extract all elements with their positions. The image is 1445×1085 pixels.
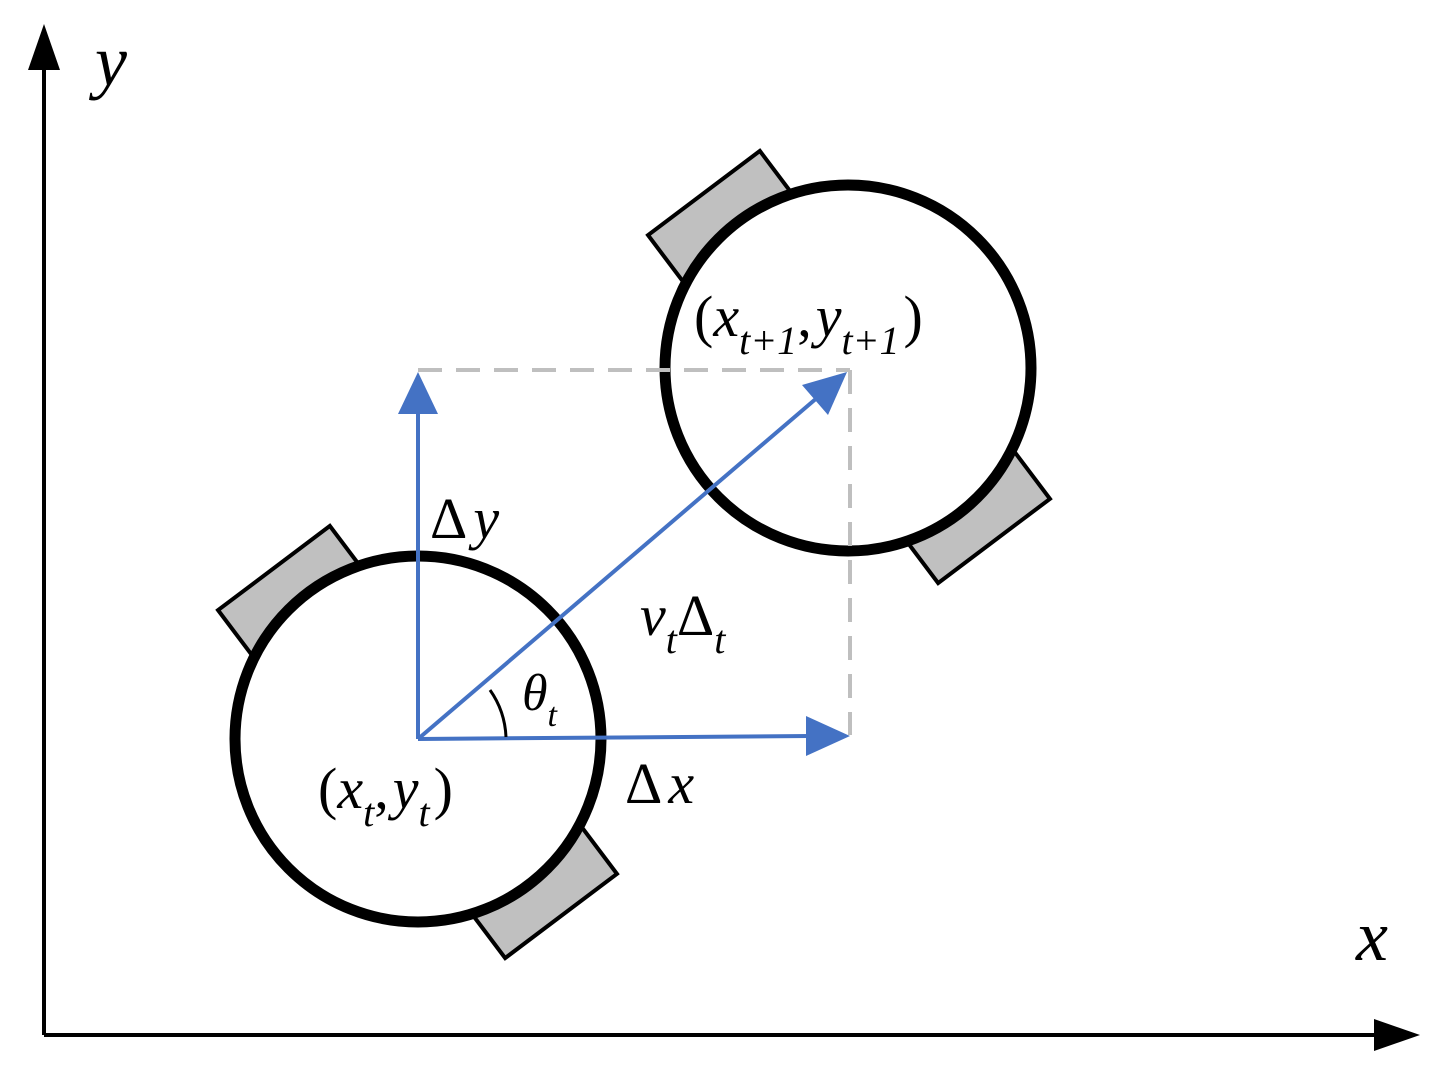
theta-symbol: θ	[522, 665, 548, 722]
delta-x-var: x	[667, 751, 694, 816]
end-position-label: (xt+1,yt+1)	[694, 284, 923, 363]
dashed-guides	[418, 368, 852, 735]
vectors	[398, 372, 850, 756]
displacement-v-sub: t	[666, 617, 678, 662]
theta-label: θt	[522, 665, 559, 734]
displacement-arrow	[416, 395, 820, 741]
y-axis-arrowhead	[28, 24, 60, 70]
displacement-v: v	[640, 583, 666, 648]
delta-x-symbol: Δ	[625, 751, 662, 816]
x-axis-label: x	[1355, 896, 1388, 976]
theta-angle-arc	[488, 689, 508, 738]
coordinate-axes: y x	[28, 21, 1420, 1051]
displacement-arrowhead	[802, 372, 847, 415]
theta-sub: t	[548, 697, 559, 734]
robot-end	[645, 148, 1053, 586]
displacement-delta-sub: t	[714, 617, 726, 662]
delta-y-symbol: Δ	[430, 486, 467, 551]
delta-x-arrow	[417, 734, 811, 741]
start-position-label: (xt,yt)	[318, 756, 453, 835]
y-axis-label: y	[88, 21, 127, 101]
delta-y-var: y	[468, 486, 499, 551]
delta-y-arrowhead	[398, 372, 438, 414]
displacement-label: vtΔt	[640, 583, 726, 662]
delta-x-arrowhead	[806, 716, 850, 756]
displacement-delta: Δ	[677, 583, 714, 648]
x-axis-arrowhead	[1374, 1019, 1420, 1051]
